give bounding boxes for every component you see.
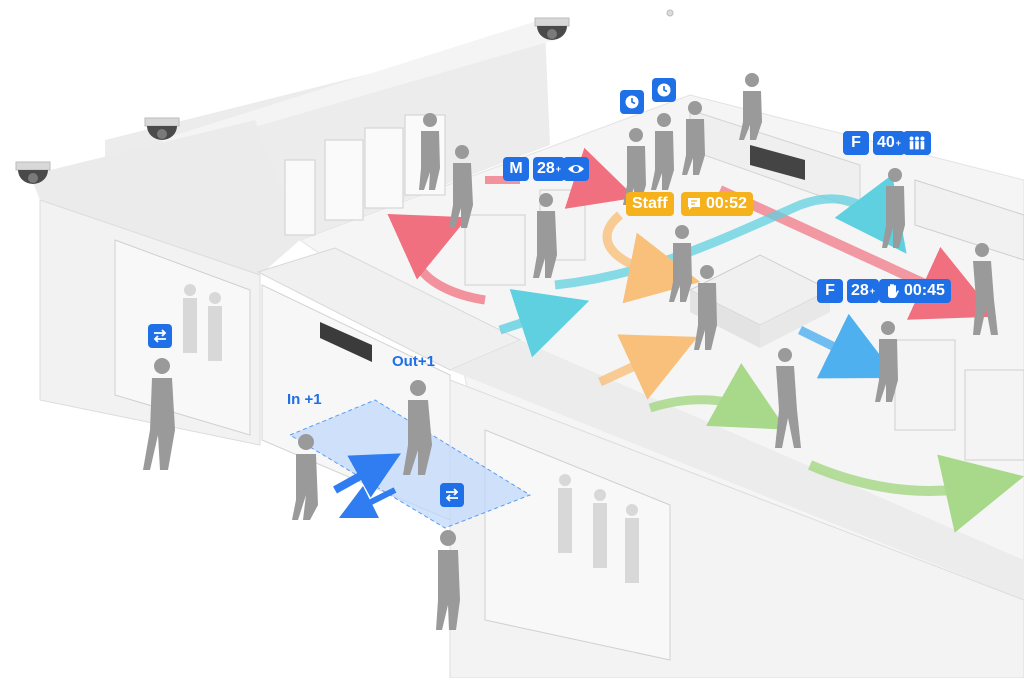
eye-badge <box>563 157 589 181</box>
clothing-rack-3 <box>894 339 956 431</box>
group-badge <box>903 131 931 155</box>
clothing-rack-1 <box>464 214 526 286</box>
flow-path-blue-1 <box>798 313 898 379</box>
dome-camera-icon <box>144 117 180 140</box>
staff-time: 00:52 <box>706 195 747 212</box>
hand-icon <box>888 284 899 298</box>
age-badge-f40: 40+ <box>873 131 906 155</box>
person <box>419 113 440 190</box>
people <box>143 73 998 630</box>
shoe-shelf <box>914 179 1024 261</box>
swap-arrows-icon <box>153 329 167 343</box>
light-wedge <box>160 20 555 150</box>
fitting-room-2 <box>324 139 364 221</box>
age-badge-f28: 28+ <box>847 279 880 303</box>
flow-path-green-1 <box>648 363 787 430</box>
fitting-room-3 <box>364 127 404 209</box>
gender-label: F <box>825 282 835 299</box>
swap-badge-left <box>148 324 172 348</box>
person <box>143 358 175 470</box>
ceiling-sensor <box>666 9 674 17</box>
in-count-label: In +1 <box>287 391 322 408</box>
flow-path-orange-2 <box>598 334 698 400</box>
flow-path-cyan-2 <box>498 288 590 358</box>
person <box>449 145 473 228</box>
person <box>533 193 557 278</box>
swap-arrows-icon <box>445 488 459 502</box>
window-mannequin <box>183 284 639 583</box>
age-label: 28 <box>537 160 555 177</box>
clock-icon <box>625 95 639 109</box>
gender-badge-m: M <box>503 157 529 181</box>
person <box>292 434 318 520</box>
clock-badge-2 <box>652 78 676 102</box>
clock-icon <box>657 83 671 97</box>
person <box>694 265 717 350</box>
age-label: 40 <box>877 134 895 151</box>
person <box>623 128 646 205</box>
gender-badge-f28: F <box>817 279 843 303</box>
dwell-time: 00:45 <box>904 282 945 299</box>
flow-arrow-out <box>338 485 397 519</box>
entrance-display <box>320 322 372 362</box>
gender-badge-f40: F <box>843 131 869 155</box>
dome-camera-icon <box>534 17 570 40</box>
person <box>403 380 432 475</box>
dwell-badge: 00:45 <box>879 279 951 303</box>
person <box>436 530 460 630</box>
flow-path-green-2 <box>808 454 1024 533</box>
age-suffix: + <box>555 164 562 174</box>
register-box <box>750 145 805 180</box>
swap-badge-entrance <box>440 483 464 507</box>
display-table-front <box>760 290 830 348</box>
people-group-icon <box>909 136 925 150</box>
flow-path-red-1 <box>387 213 486 305</box>
dome-camera-icon <box>15 161 51 184</box>
person <box>682 101 705 175</box>
clothing-rack-4 <box>964 369 1024 461</box>
left-window <box>114 239 251 436</box>
right-facade-top <box>450 340 1024 600</box>
gender-label: M <box>509 160 523 177</box>
person <box>669 225 692 302</box>
out-count-label: Out+1 <box>392 353 435 370</box>
age-badge-m: 28+ <box>533 157 566 181</box>
eye-icon <box>568 165 584 173</box>
left-facade-top <box>30 120 300 275</box>
staff-label: Staff <box>632 195 668 212</box>
staff-chat-badge: 00:52 <box>681 192 753 216</box>
person <box>739 73 762 140</box>
flow-arrow-in <box>333 453 401 498</box>
person <box>651 113 674 190</box>
person <box>882 168 905 248</box>
staff-badge: Staff <box>626 192 674 216</box>
gender-label: F <box>851 134 861 151</box>
person <box>973 243 998 335</box>
fitting-room-1 <box>284 159 316 236</box>
flow-path-orange-1 <box>602 211 701 304</box>
clock-badge-1 <box>620 90 644 114</box>
age-label: 28 <box>851 282 869 299</box>
person <box>775 348 801 448</box>
age-suffix: + <box>895 138 902 148</box>
right-window <box>484 429 671 661</box>
person <box>875 321 898 402</box>
age-suffix: + <box>869 286 876 296</box>
chat-icon <box>688 198 700 210</box>
